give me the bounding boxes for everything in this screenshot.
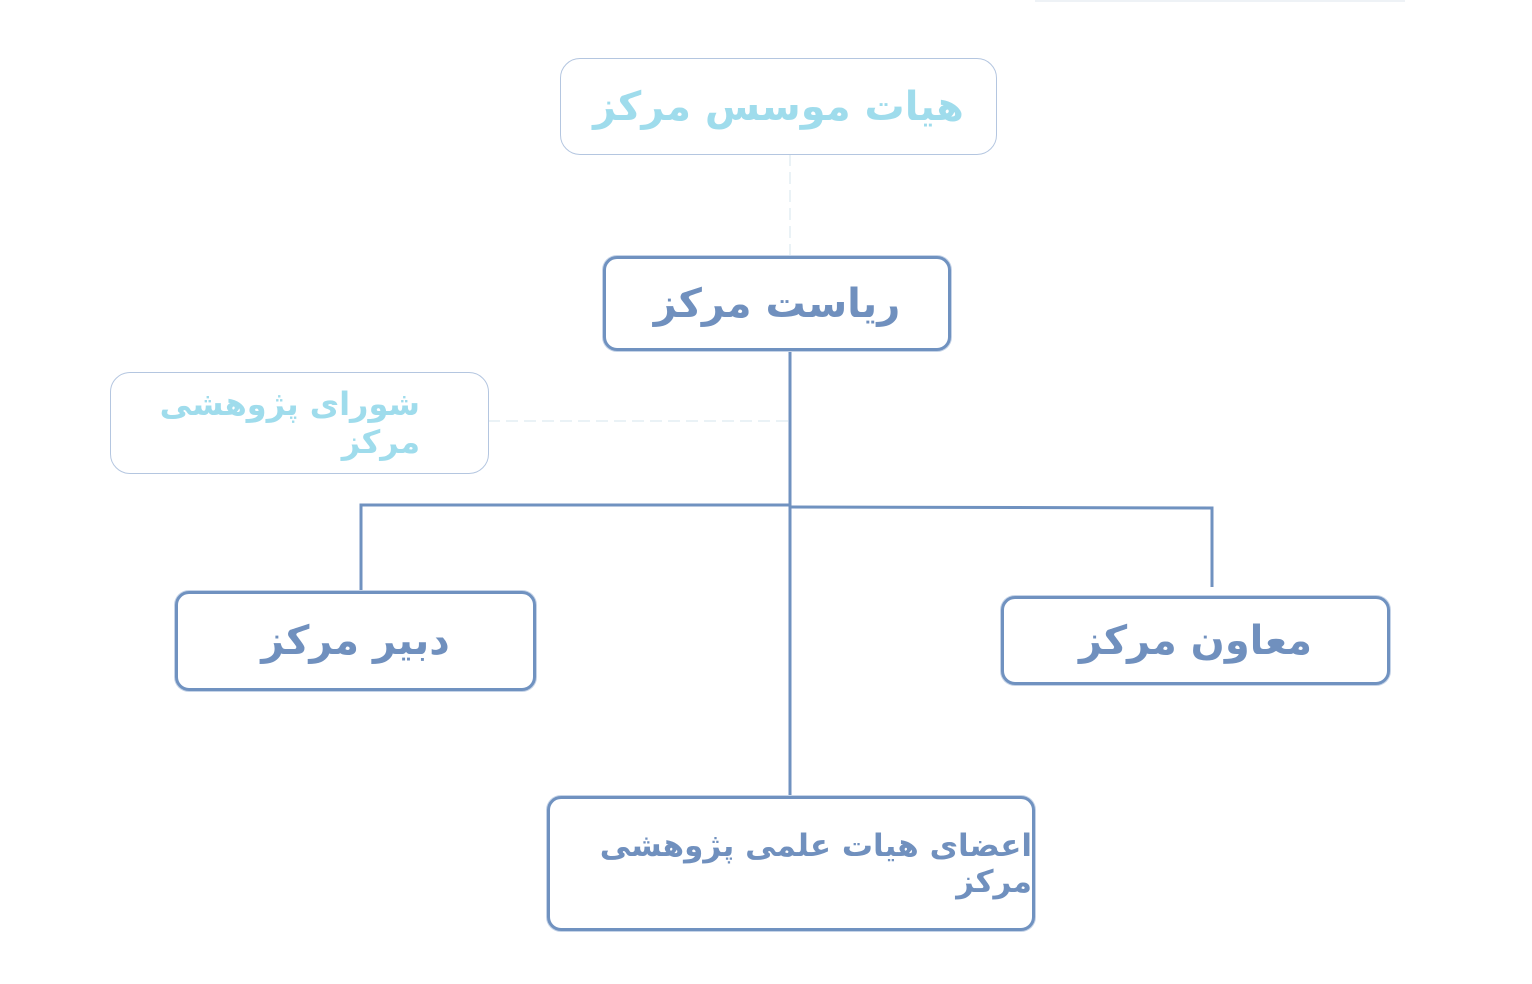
deputy-box: معاون مرکز — [1001, 596, 1390, 685]
founders-label: هیات موسس مرکز — [593, 83, 964, 130]
faculty-members-label: اعضای هیات علمی پژوهشی مرکز — [599, 827, 1032, 900]
research-council-label: شورای پژوهشی مرکز — [159, 385, 420, 461]
president-box: ریاست مرکز — [603, 256, 951, 351]
faculty-members-box: اعضای هیات علمی پژوهشی مرکز — [547, 796, 1035, 931]
connector-deputy — [789, 505, 1214, 587]
secretary-label: دبیر مرکز — [261, 618, 450, 664]
deputy-label: معاون مرکز — [1078, 617, 1313, 664]
founders-box: هیات موسس مرکز — [560, 58, 997, 155]
top-divider — [1035, 0, 1405, 2]
president-label: ریاست مرکز — [653, 280, 901, 327]
connector-secretary — [359, 503, 790, 592]
research-council-box: شورای پژوهشی مرکز — [110, 372, 489, 474]
secretary-box: دبیر مرکز — [175, 591, 536, 691]
